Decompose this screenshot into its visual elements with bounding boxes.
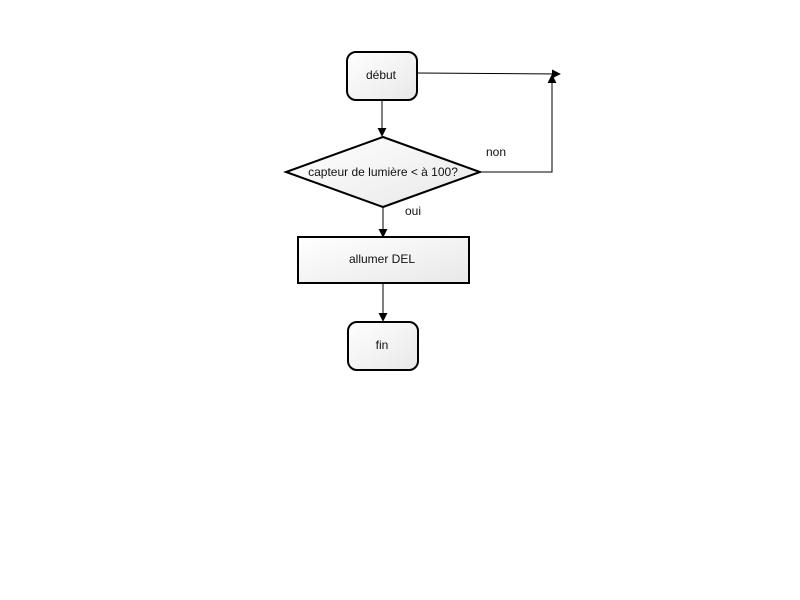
edge-label-no: non xyxy=(486,145,506,159)
node-end[interactable]: fin xyxy=(347,321,419,371)
start-terminator-shape xyxy=(346,51,418,101)
edge-start-to-loop xyxy=(416,69,561,79)
end-label: fin xyxy=(376,338,389,352)
edges xyxy=(377,69,561,322)
node-decision[interactable]: capteur de lumière < à 100? xyxy=(283,135,483,209)
action-label: allumer DEL xyxy=(349,252,415,266)
decision-diamond-shape xyxy=(283,135,483,209)
action-process-shape xyxy=(297,236,470,284)
start-label: début xyxy=(366,68,397,82)
edge-decision-no xyxy=(480,74,557,173)
end-terminator-shape xyxy=(347,321,419,371)
node-action[interactable]: allumer DEL xyxy=(297,236,470,284)
edge-label-yes: oui xyxy=(405,204,421,218)
decision-label: capteur de lumière < à 100? xyxy=(308,165,458,179)
node-start[interactable]: début xyxy=(346,51,418,101)
